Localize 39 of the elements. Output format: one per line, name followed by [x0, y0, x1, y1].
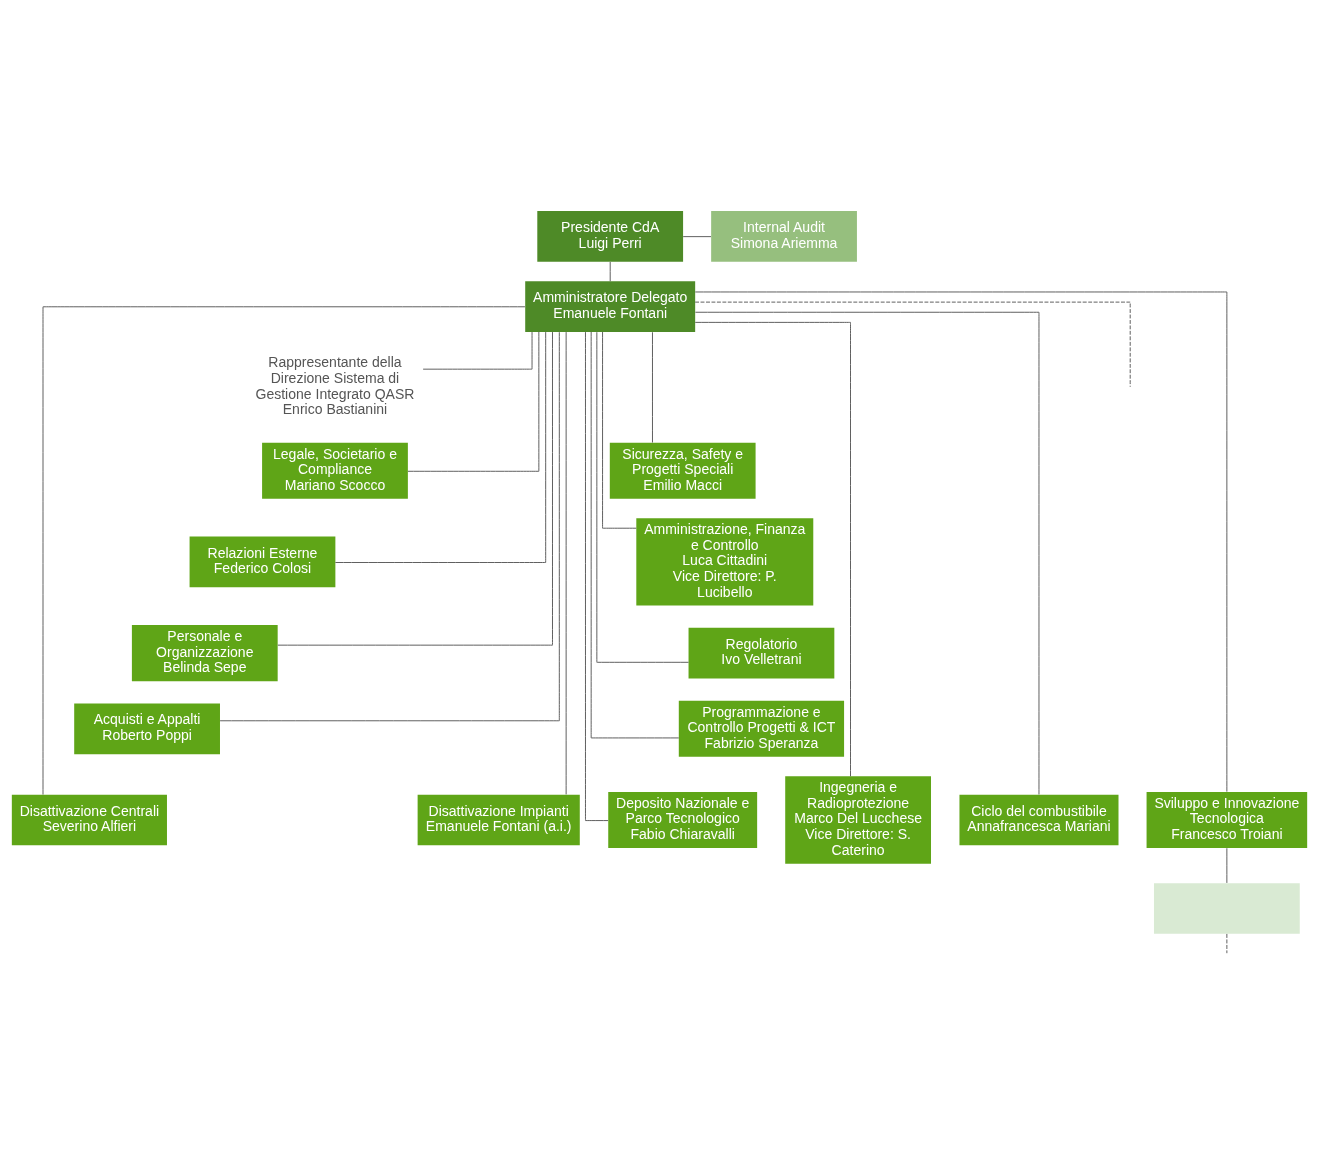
- connector: [652, 331, 653, 443]
- node-text: Rappresentante della Direzione Sistema di Gestione Integrato QASR Enrico Bastianini: [255, 353, 415, 417]
- connector: [694, 301, 1131, 387]
- node-box: Amministrazione, Finanza e Controllo Luca Cittadini Vice Direttore: P. Lucibello: [636, 517, 814, 606]
- connector: [407, 331, 540, 472]
- connector: [694, 291, 1228, 792]
- node-box: Programmazione e Controllo Progetti & ICT Fabrizio Speranza: [678, 700, 845, 757]
- connector: [682, 235, 712, 237]
- node-box: Sviluppo e Innovazione Tecnologica Francesco Troiani: [1146, 791, 1308, 848]
- node-box: Regolatorio Ivo Velletrani: [688, 627, 835, 678]
- connector: [277, 331, 553, 646]
- connector: [1226, 933, 1228, 954]
- connector: [585, 331, 609, 821]
- connector: [602, 331, 637, 529]
- node-box: Ingegneria e Radioprotezione Marco Del Lucchese Vice Direttore: S. Caterino: [785, 775, 931, 864]
- node-box: [1154, 882, 1300, 934]
- connector: [565, 331, 567, 795]
- node-box: Sicurezza, Safety e Progetti Speciali Emilio Macci: [609, 442, 756, 499]
- connector: [334, 331, 547, 563]
- node-box: Legale, Societario e Compliance Mariano Scocco: [262, 442, 408, 499]
- node-box: Presidente CdA Luigi Perri: [537, 210, 684, 262]
- connector: [609, 261, 611, 282]
- connector: [422, 331, 533, 370]
- node-box: Relazioni Esterne Federico Colosi: [189, 536, 336, 587]
- node-box: Disattivazione Centrali Severino Alfieri: [11, 794, 167, 845]
- connector: [590, 331, 680, 738]
- node-box: Internal Audit Simona Ariemma: [711, 210, 857, 262]
- connector: [694, 311, 1040, 795]
- connector: [694, 321, 851, 777]
- node-box: Personale e Organizzazione Belinda Sepe: [131, 624, 278, 681]
- node-box: Ciclo del combustibile Annafrancesca Mariani: [959, 794, 1119, 845]
- node-box: Acquisti e Appalti Roberto Poppi: [74, 702, 220, 754]
- node-box: Disattivazione Impianti Emanuele Fontani (a.i.): [417, 794, 580, 845]
- node-box: Deposito Nazionale e Parco Tecnologico Fabio Chiaravalli: [608, 791, 758, 848]
- connector: [1226, 847, 1228, 883]
- connector: [219, 331, 560, 721]
- connector: [42, 305, 526, 795]
- node-box: Amministratore Delegato Emanuele Fontani: [525, 280, 696, 332]
- connector: [596, 331, 689, 663]
